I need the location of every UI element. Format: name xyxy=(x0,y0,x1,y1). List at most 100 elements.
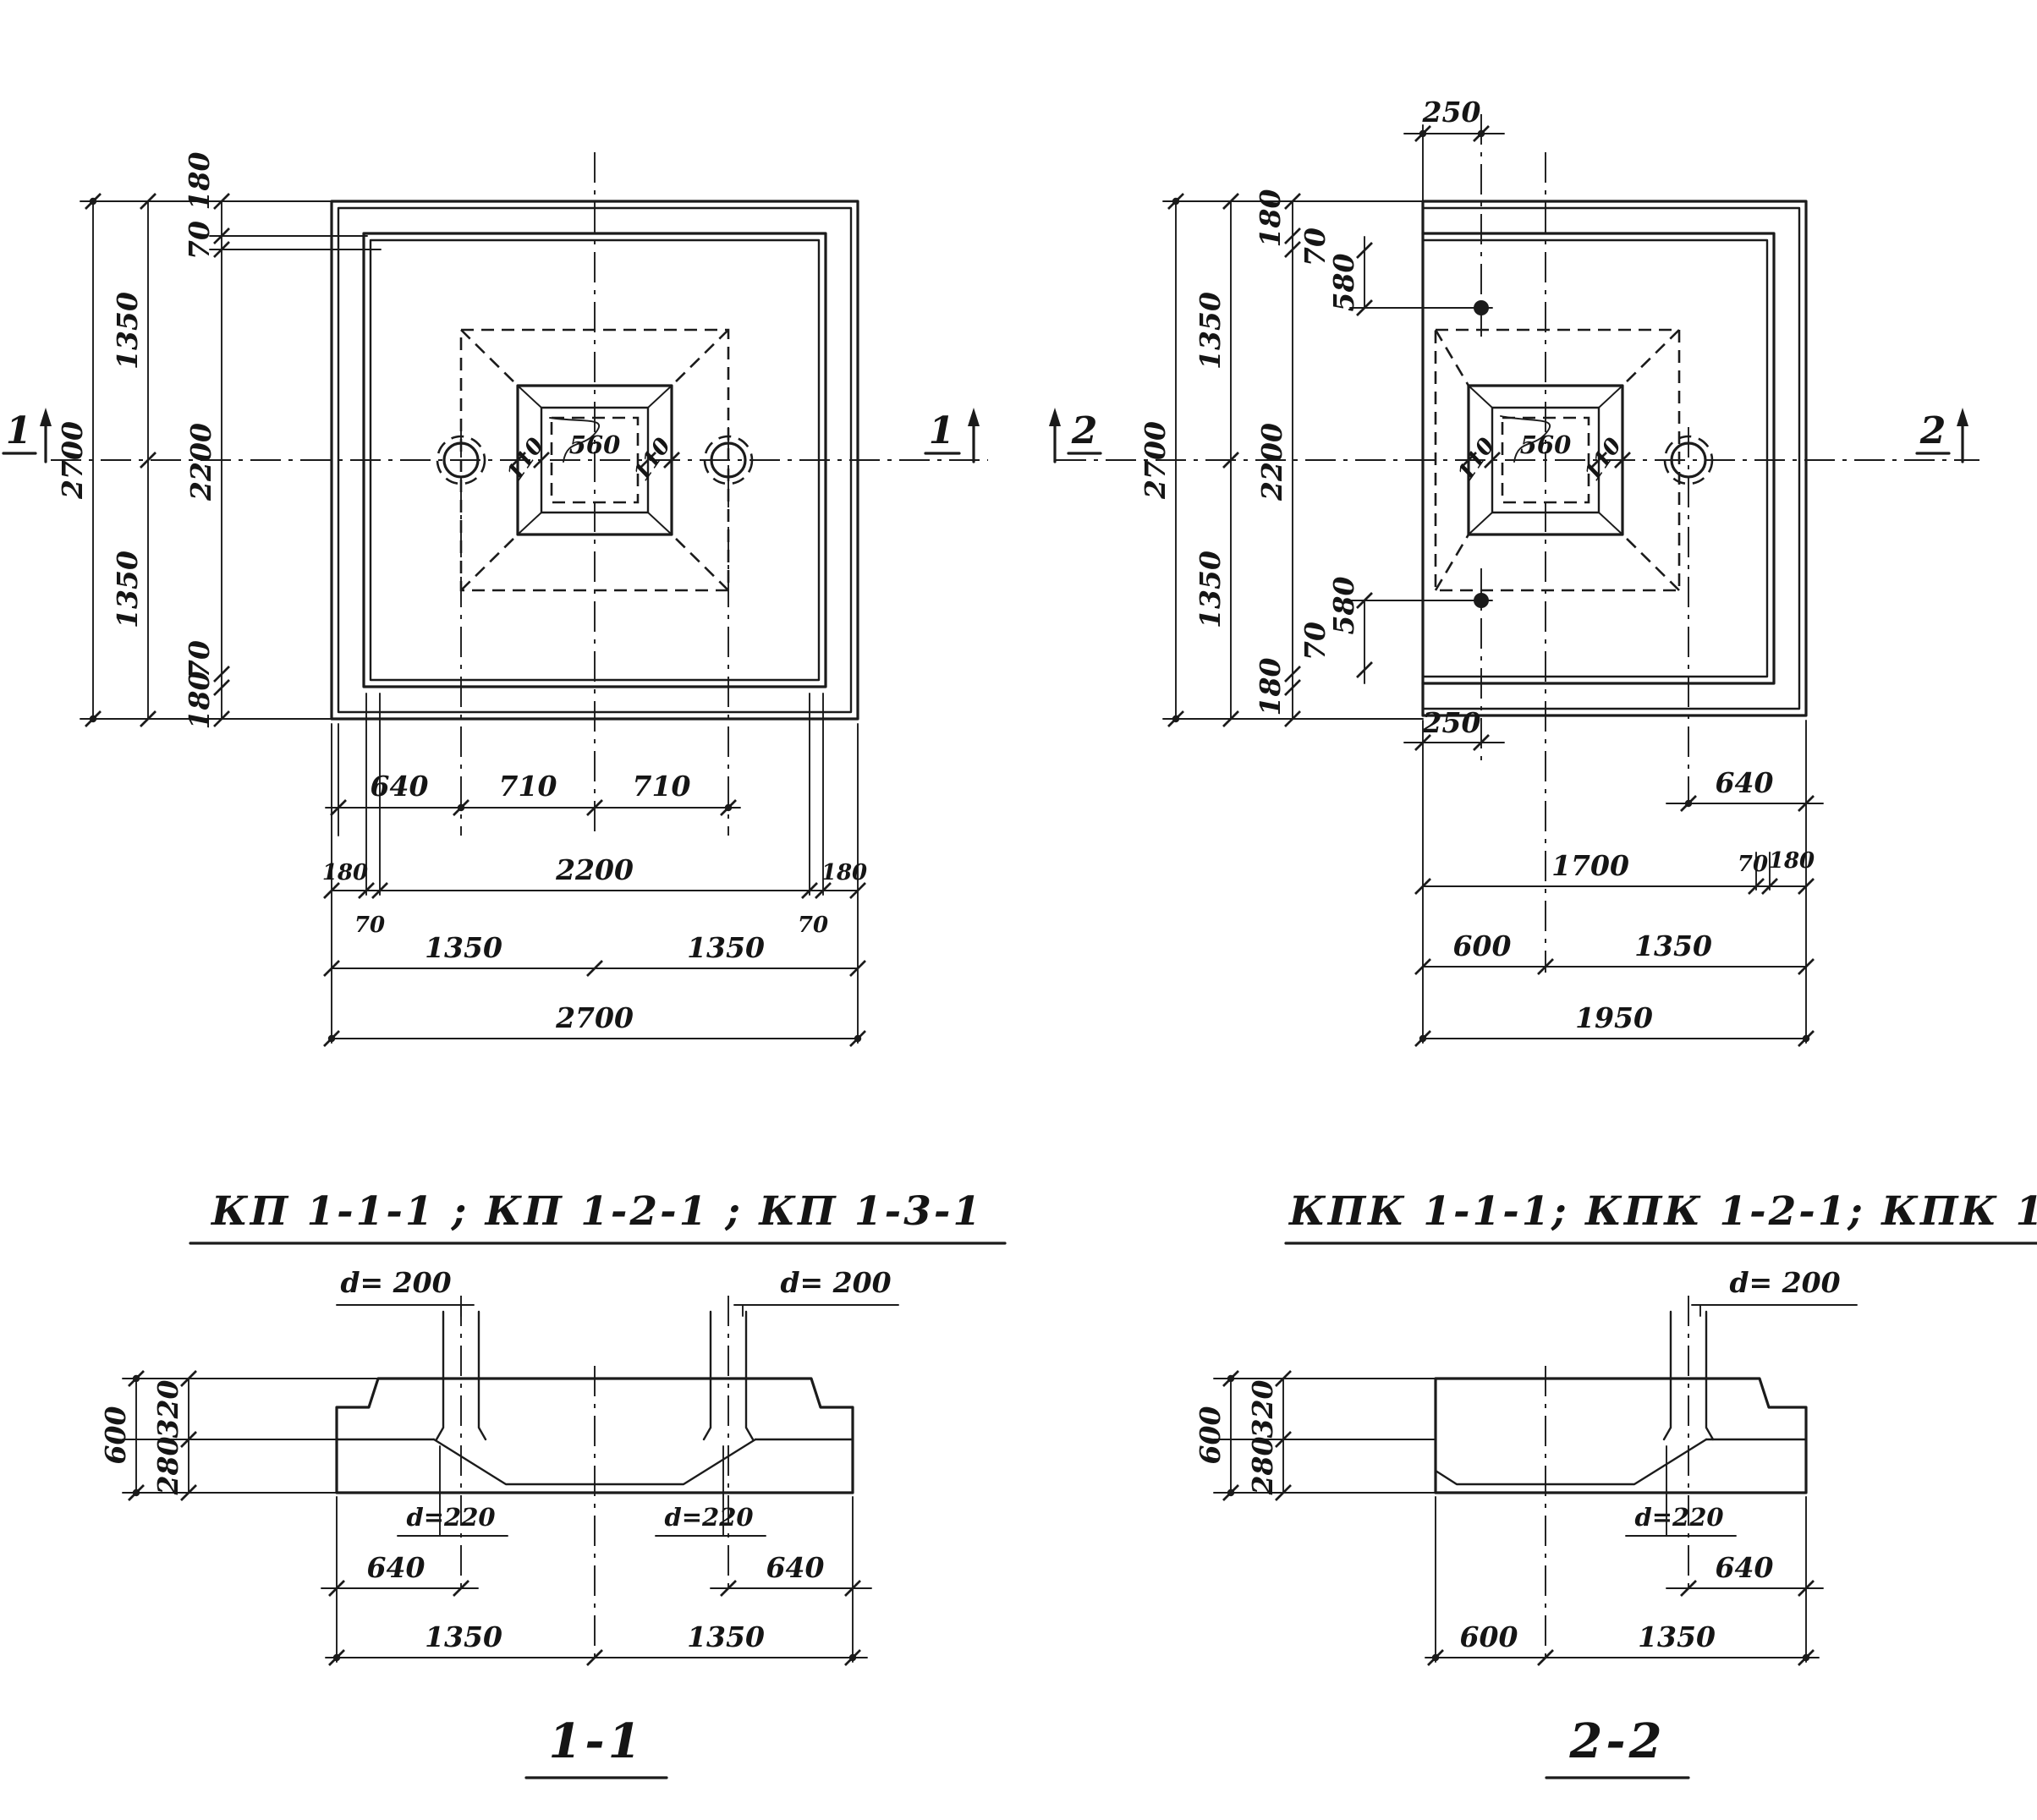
dim-250-top: 250 xyxy=(1422,96,1481,129)
dim-1350-a: 1350 xyxy=(425,931,502,964)
outer-slab-edge xyxy=(1421,200,1808,717)
leader-d200-right xyxy=(733,1304,899,1317)
step-edge-inner xyxy=(1421,238,1769,678)
mark-title-right-text: КПК 1-1-1; КПК 1-2-1; КПК 1-3-1 xyxy=(1288,1188,2037,1235)
scan-scribble xyxy=(1500,415,1551,463)
dim-580-top: 580 xyxy=(1327,254,1360,312)
section-title: 1-1 xyxy=(548,1713,644,1769)
recess-trapezoid xyxy=(1434,1438,1708,1486)
dim-1350: 1350 xyxy=(1634,929,1712,962)
mark-title-left-text: КП 1-1-1 ; КП 1-2-1 ; КП 1-3-1 xyxy=(210,1188,983,1235)
outer-slab-edge-inner xyxy=(1421,206,1801,710)
dim-560: 560 xyxy=(1520,430,1572,459)
dim-1350-right: 1350 xyxy=(687,1620,765,1653)
section-1-1: d= 200 d= 200 600 320 280 d=220 d=220 64… xyxy=(99,1266,899,1779)
section-marker-1-right: 1 xyxy=(924,408,980,463)
section-marker-2-right: 2 xyxy=(1915,408,1968,463)
dim-70: 70 xyxy=(1738,852,1768,877)
label-d220-right: d=220 xyxy=(664,1503,753,1532)
small-hole-leaders xyxy=(1349,307,1493,601)
section-marker-2-left: 2 xyxy=(1049,408,1102,463)
dim-180-bot: 180 xyxy=(1254,658,1287,716)
dim-640-right: 640 xyxy=(766,1551,825,1584)
dim-2700: 2700 xyxy=(56,421,89,500)
dim-2700-b: 2700 xyxy=(555,1001,634,1034)
mark-title-left: КП 1-1-1 ; КП 1-2-1 ; КП 1-3-1 xyxy=(189,1188,1007,1245)
dim-1350-top: 1350 xyxy=(111,292,144,370)
label-d220-left: d=220 xyxy=(406,1503,495,1532)
label-d200-left: d= 200 xyxy=(340,1266,451,1299)
extension-lines-bottom xyxy=(1422,720,1807,1044)
label-d200: d= 200 xyxy=(1729,1266,1840,1299)
plan-view-right: 2 2 250 180 70 580 580 70 180 1350 1350 … xyxy=(1049,96,1979,1048)
dim-1350: 1350 xyxy=(1638,1620,1716,1653)
dim-1350-left: 1350 xyxy=(425,1620,502,1653)
body-outline xyxy=(335,1377,854,1494)
dim-180-top: 180 xyxy=(183,152,216,211)
leader-d220 xyxy=(1625,1445,1737,1537)
section-marker-label: 1 xyxy=(6,409,32,452)
dim-1350-bot: 1350 xyxy=(111,551,144,628)
dim-1350-bot: 1350 xyxy=(1194,551,1227,628)
dim-710-a: 710 xyxy=(499,770,557,803)
dim-2700: 2700 xyxy=(1139,421,1172,500)
extension-lines-bottom xyxy=(331,693,859,1044)
pipe-right xyxy=(702,1310,755,1441)
dim-1700: 1700 xyxy=(1551,849,1629,882)
extension-lines xyxy=(1213,1378,1436,1494)
mark-title-right: КПК 1-1-1; КПК 1-2-1; КПК 1-3-1 xyxy=(1284,1188,2037,1245)
arrow-up-icon xyxy=(40,408,52,426)
dim-1350-b: 1350 xyxy=(687,931,765,964)
extension-lines-bottom xyxy=(336,1496,854,1663)
opening-bevel-corners xyxy=(517,385,673,535)
dim-600: 600 xyxy=(1194,1406,1227,1465)
dim-2200-b: 2200 xyxy=(555,853,634,886)
section-centerlines xyxy=(460,1296,729,1662)
dim-180-top: 180 xyxy=(1254,189,1287,248)
scan-scribble xyxy=(549,417,600,463)
label-d220: d=220 xyxy=(1634,1503,1723,1532)
leader-d200-left xyxy=(336,1304,475,1317)
dim-70-bot: 70 xyxy=(1299,622,1331,661)
dim-70-left: 70 xyxy=(354,913,385,938)
pipe-left xyxy=(435,1310,487,1441)
dim-180-left: 180 xyxy=(322,860,368,885)
dim-640: 640 xyxy=(371,770,429,803)
dim-1350-top: 1350 xyxy=(1194,292,1227,370)
section-marker-label: 2 xyxy=(1919,409,1946,452)
dim-320: 320 xyxy=(1246,1380,1279,1439)
arrow-up-icon xyxy=(1049,408,1061,426)
dim-560: 560 xyxy=(569,430,621,459)
dim-1950: 1950 xyxy=(1575,1001,1653,1034)
extension-lines-left xyxy=(80,200,382,720)
label-d200-right: d= 200 xyxy=(780,1266,891,1299)
dim-640: 640 xyxy=(1716,1551,1774,1584)
leader-d220-left xyxy=(397,1445,508,1537)
body-outline xyxy=(1434,1377,1808,1494)
dim-70-top: 70 xyxy=(1299,228,1331,266)
dim-2200: 2200 xyxy=(1255,423,1288,502)
dim-180-bot: 180 xyxy=(183,672,216,730)
dim-280: 280 xyxy=(151,1437,184,1496)
opening-bevel-corners xyxy=(1468,385,1623,535)
arrow-up-icon xyxy=(968,408,980,426)
section-2-2: d= 200 600 320 280 d=220 640 600 1350 2-… xyxy=(1194,1266,1858,1779)
dim-600: 600 xyxy=(1453,929,1512,962)
dim-640: 640 xyxy=(1716,766,1774,799)
section-marker-label: 2 xyxy=(1071,409,1098,452)
section-marker-1-left: 1 xyxy=(2,408,52,463)
dim-70-bot: 70 xyxy=(183,640,216,679)
dim-70-top: 70 xyxy=(183,221,216,260)
dim-70-right: 70 xyxy=(798,913,828,938)
dim-320: 320 xyxy=(151,1380,184,1439)
dim-580-bot: 580 xyxy=(1327,577,1360,635)
pipe-centerlines xyxy=(460,427,729,836)
dim-2200: 2200 xyxy=(184,423,217,502)
section-title: 2-2 xyxy=(1568,1713,1665,1769)
dim-280: 280 xyxy=(1246,1437,1279,1496)
dim-640-left: 640 xyxy=(367,1551,426,1584)
dim-180: 180 xyxy=(1769,848,1815,874)
pipe xyxy=(1662,1310,1715,1441)
dim-250-bot: 250 xyxy=(1422,706,1481,739)
